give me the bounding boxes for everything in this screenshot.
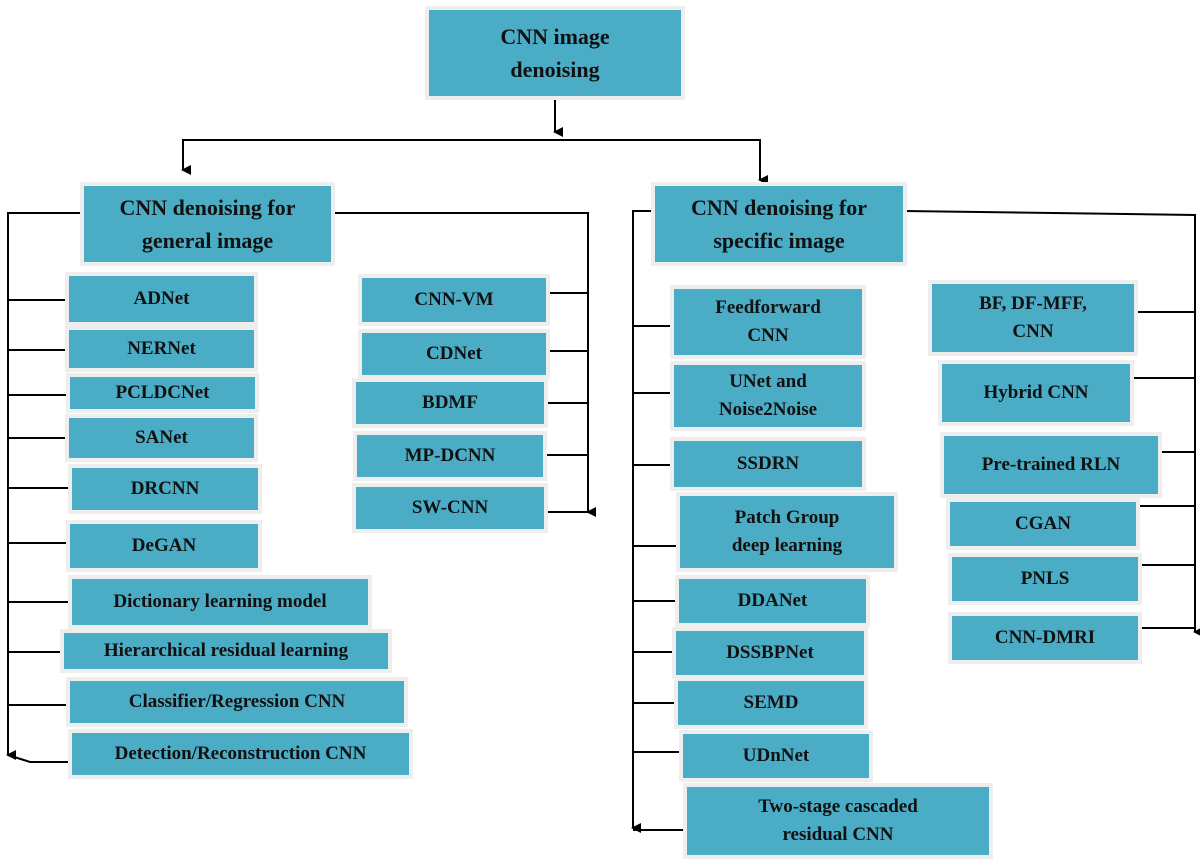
method-node: Hierarchical residual learning xyxy=(60,629,392,673)
method-node: BF, DF-MFF, CNN xyxy=(928,280,1138,356)
category-specific-image: CNN denoising for specific image xyxy=(651,182,907,266)
method-node: Feedforward CNN xyxy=(670,285,866,359)
root-node: CNN image denoising xyxy=(425,6,685,100)
method-node: CDNet xyxy=(358,329,550,379)
general-right-bus xyxy=(333,212,596,517)
method-node: UNet and Noise2Noise xyxy=(670,361,866,431)
method-node: Patch Group deep learning xyxy=(676,492,898,572)
method-node: DSSBPNet xyxy=(672,627,868,679)
method-node: SANet xyxy=(65,414,258,462)
method-node: DeGAN xyxy=(66,520,262,572)
method-node: Pre-trained RLN xyxy=(940,432,1162,498)
general-left-bus xyxy=(6,212,82,760)
method-node: CGAN xyxy=(946,498,1140,550)
branch-connector xyxy=(182,139,768,185)
specific-left-bus xyxy=(631,210,655,833)
category-general-image: CNN denoising for general image xyxy=(80,182,335,266)
method-node: CNN-VM xyxy=(358,274,550,326)
method-node: SEMD xyxy=(674,677,868,729)
method-node: SW-CNN xyxy=(352,483,548,533)
method-node: PCLDCNet xyxy=(66,373,259,413)
method-node: UDnNet xyxy=(679,730,873,782)
method-node: NERNet xyxy=(65,326,258,372)
method-node: Hybrid CNN xyxy=(938,360,1134,426)
method-node: BDMF xyxy=(352,378,548,428)
method-node: MP-DCNN xyxy=(353,431,547,481)
method-node: Classifier/Regression CNN xyxy=(66,677,408,727)
method-node: ADNet xyxy=(65,272,258,326)
method-node: CNN-DMRI xyxy=(948,612,1142,664)
method-node: DRCNN xyxy=(68,464,262,514)
method-node: PNLS xyxy=(948,553,1142,605)
specific-right-bus xyxy=(903,210,1200,637)
method-node: Dictionary learning model xyxy=(68,575,372,629)
method-node: Two-stage cascaded residual CNN xyxy=(683,783,993,859)
method-node: DDANet xyxy=(675,575,870,627)
method-node: Detection/Reconstruction CNN xyxy=(68,729,413,779)
method-node: SSDRN xyxy=(670,437,866,491)
